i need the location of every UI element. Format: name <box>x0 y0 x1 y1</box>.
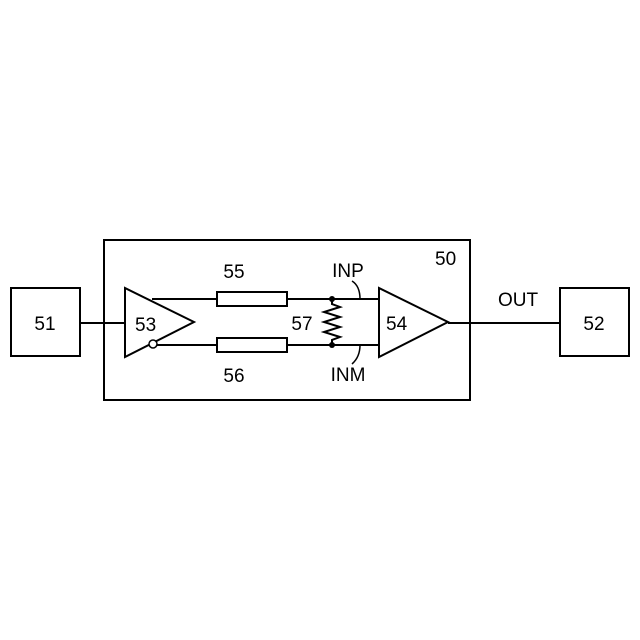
label-57: 57 <box>291 314 312 335</box>
label-inm: INM <box>331 365 366 386</box>
label-51: 51 <box>34 314 55 335</box>
label-52: 52 <box>583 314 604 335</box>
inverting-output-bubble <box>149 340 157 348</box>
resistor-55 <box>217 292 287 306</box>
label-53: 53 <box>135 315 156 336</box>
label-54: 54 <box>386 314 408 335</box>
label-50: 50 <box>435 249 456 270</box>
label-55: 55 <box>223 262 244 283</box>
label-out: OUT <box>498 290 539 311</box>
resistor-56 <box>217 338 287 352</box>
label-56: 56 <box>223 366 244 387</box>
label-inp: INP <box>332 261 364 282</box>
